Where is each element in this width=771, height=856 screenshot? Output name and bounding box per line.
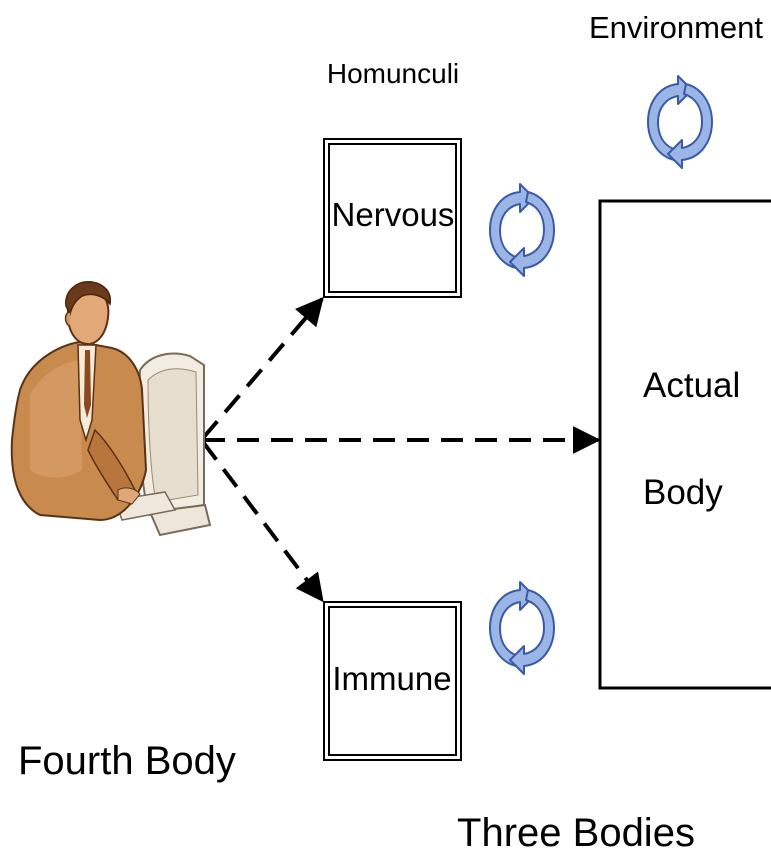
- actual-body-box: Actual Body: [600, 201, 771, 688]
- environment-label: Environment: [589, 10, 763, 45]
- person-at-computer-icon: [12, 282, 210, 535]
- environment-cycle-icon: [648, 76, 712, 168]
- arrow-to-immune: [203, 442, 322, 600]
- fourth-body-label: Fourth Body: [18, 739, 236, 783]
- nervous-label: Nervous: [332, 196, 455, 233]
- immune-cycle-icon: [490, 582, 554, 674]
- arrow-to-nervous: [203, 299, 322, 438]
- nervous-cycle-icon: [490, 184, 554, 276]
- immune-label: Immune: [332, 660, 451, 697]
- nervous-box: Nervous: [324, 139, 461, 297]
- three-bodies-label: Three Bodies: [457, 811, 695, 855]
- homunculi-label: Homunculi: [327, 58, 459, 89]
- immune-box: Immune: [324, 602, 461, 760]
- actual-body-label-line2: Body: [643, 473, 723, 512]
- actual-body-label-line1: Actual: [643, 366, 740, 405]
